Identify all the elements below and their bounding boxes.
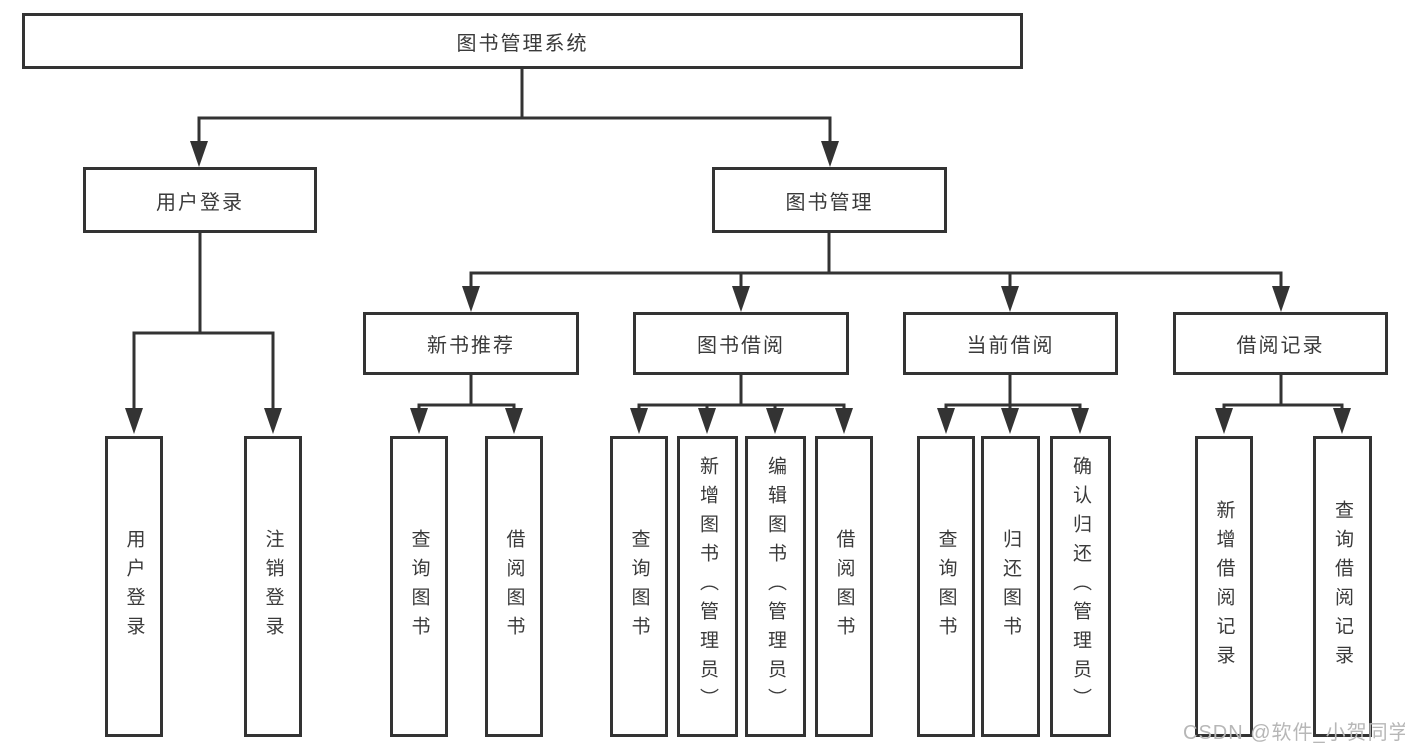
connector-borrow-record-children: [1222, 372, 1344, 414]
arrow-icon: [264, 408, 282, 434]
node-user-login-leaf: 用户登录: [105, 436, 163, 737]
connector-current-borrow-children: [944, 372, 1082, 414]
connector-user-login-children: [132, 229, 275, 414]
node-new-book-recommend: 新书推荐: [363, 312, 579, 375]
arrow-icon: [1333, 408, 1351, 434]
arrow-icon: [125, 408, 143, 434]
node-query-books: 查询图书: [610, 436, 668, 737]
arrow-icon: [821, 141, 839, 167]
arrow-icon: [1001, 408, 1019, 434]
node-add-borrow-record: 新增借阅记录: [1195, 436, 1253, 737]
node-confirm-return-admin: 确认归还（管理员）: [1050, 436, 1111, 737]
arrow-icon: [1071, 408, 1089, 434]
node-borrow-books: 借阅图书: [485, 436, 543, 737]
connector-book-borrow-children: [637, 372, 846, 414]
node-book-management: 图书管理: [712, 167, 947, 233]
node-book-borrowing: 图书借阅: [633, 312, 849, 375]
arrow-icon: [1001, 286, 1019, 312]
arrow-icon: [766, 408, 784, 434]
csdn-watermark: CSDN @软件_小贺同学: [1183, 722, 1405, 744]
arrow-icon: [937, 408, 955, 434]
node-borrowing-records: 借阅记录: [1173, 312, 1388, 375]
arrow-icon: [732, 286, 750, 312]
arrow-icon: [835, 408, 853, 434]
arrow-icon: [410, 408, 428, 434]
node-add-books-admin: 新增图书（管理员）: [677, 436, 738, 737]
arrow-icon: [630, 408, 648, 434]
arrow-icon: [462, 286, 480, 312]
connector-root-to-level2: [197, 64, 832, 146]
node-borrow-books: 借阅图书: [815, 436, 873, 737]
node-query-books: 查询图书: [917, 436, 975, 737]
connector-new-book-children: [417, 372, 516, 414]
node-query-books: 查询图书: [390, 436, 448, 737]
arrow-icon: [1215, 408, 1233, 434]
node-root-system: 图书管理系统: [22, 13, 1023, 69]
node-return-books: 归还图书: [981, 436, 1040, 737]
arrow-icon: [1272, 286, 1290, 312]
node-edit-books-admin: 编辑图书（管理员）: [745, 436, 806, 737]
node-user-login-group: 用户登录: [83, 167, 317, 233]
node-logout-login: 注销登录: [244, 436, 302, 737]
node-query-borrow-record: 查询借阅记录: [1313, 436, 1372, 737]
arrow-icon: [190, 141, 208, 167]
arrow-icon: [505, 408, 523, 434]
arrowheads: [125, 141, 1351, 434]
arrow-icon: [698, 408, 716, 434]
connector-book-mgmt-children: [469, 230, 1283, 292]
node-current-borrowing: 当前借阅: [903, 312, 1118, 375]
